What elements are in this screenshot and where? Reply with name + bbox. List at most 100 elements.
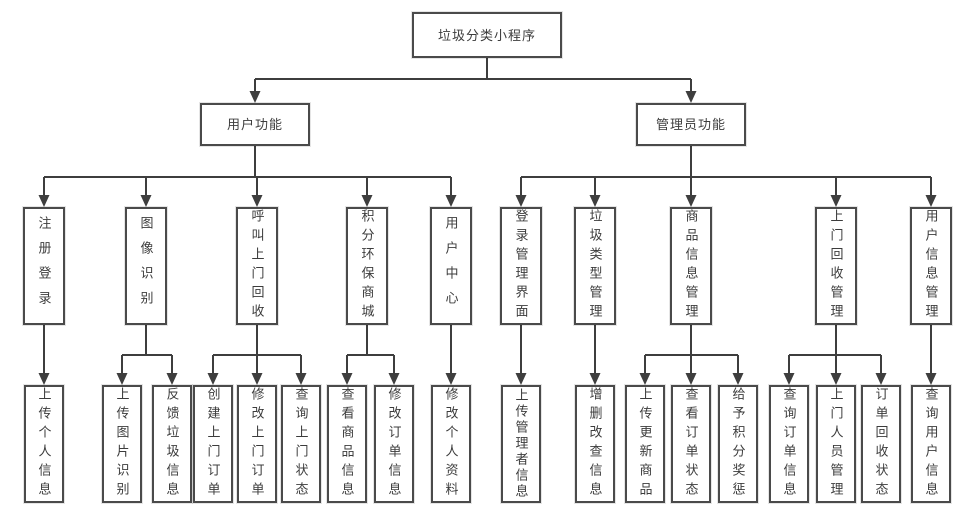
- node-user-center: 用户中心: [430, 207, 472, 325]
- arrowhead: [207, 373, 219, 385]
- node-image-recognition: 图像识别: [125, 207, 167, 325]
- node-label: 登录管理界面: [513, 209, 529, 323]
- node-label: 垃圾类型管理: [587, 209, 603, 323]
- leaf-create-pickup-order: 创建上门订单: [193, 385, 233, 503]
- node-label: 查询订单信息: [781, 387, 797, 501]
- node-label: 修改个人资料: [443, 387, 459, 501]
- arrowhead: [361, 195, 373, 207]
- arrowhead: [249, 91, 261, 103]
- arrowhead: [830, 373, 842, 385]
- node-label: 增删改查信息: [587, 387, 603, 501]
- node-label: 垃圾分类小程序: [437, 27, 536, 43]
- leaf-query-user-info: 查询用户信息: [911, 385, 951, 503]
- node-label: 查看订单状态: [683, 387, 699, 501]
- node-label: 上传个人信息: [36, 387, 52, 501]
- arrowhead: [830, 195, 842, 207]
- node-label: 查看商品信息: [339, 387, 355, 501]
- node-user-functions: 用户功能: [200, 103, 310, 146]
- arrowhead: [783, 373, 795, 385]
- arrowhead: [925, 195, 937, 207]
- node-label: 反馈垃圾信息: [164, 387, 180, 501]
- node-label: 给予积分奖惩: [730, 387, 746, 501]
- leaf-crud-info: 增删改查信息: [575, 385, 615, 503]
- arrowhead: [140, 195, 152, 207]
- leaf-query-pickup-status: 查询上门状态: [281, 385, 321, 503]
- arrowhead: [589, 195, 601, 207]
- leaf-view-product-info: 查看商品信息: [327, 385, 367, 503]
- node-product-info-mgmt: 商品信息管理: [670, 207, 712, 325]
- node-label: 图像识别: [138, 216, 154, 316]
- leaf-feedback-garbage-info: 反馈垃圾信息: [152, 385, 192, 503]
- arrowhead: [515, 373, 527, 385]
- node-label: 上传图片识别: [114, 387, 130, 501]
- arrowhead: [685, 195, 697, 207]
- arrowhead: [732, 373, 744, 385]
- node-label: 用户中心: [443, 216, 459, 316]
- node-label: 上门回收管理: [828, 209, 844, 323]
- leaf-order-recycle-status: 订单回收状态: [861, 385, 901, 503]
- node-root: 垃圾分类小程序: [412, 12, 562, 58]
- edge-straight: [43, 325, 932, 375]
- edge-split: [212, 325, 302, 375]
- node-label: 上门人员管理: [828, 387, 844, 501]
- arrowhead: [445, 195, 457, 207]
- node-user-info-mgmt: 用户信息管理: [910, 207, 952, 325]
- arrowhead: [116, 373, 128, 385]
- arrowhead: [251, 373, 263, 385]
- node-label: 商品信息管理: [683, 209, 699, 323]
- leaf-view-order-status: 查看订单状态: [671, 385, 711, 503]
- node-points-eco-mall: 积分环保商城: [346, 207, 388, 325]
- leaf-modify-profile: 修改个人资料: [431, 385, 471, 503]
- arrowhead: [341, 373, 353, 385]
- node-label: 上传管理者信息: [513, 388, 529, 500]
- leaf-upload-image-recognition: 上传图片识别: [102, 385, 142, 503]
- node-label: 修改上门订单: [249, 387, 265, 501]
- leaf-upload-update-products: 上传更新商品: [625, 385, 665, 503]
- arrowhead: [685, 91, 697, 103]
- arrowhead: [515, 195, 527, 207]
- leaf-grant-points-rewards: 给予积分奖惩: [718, 385, 758, 503]
- arrowhead: [251, 195, 263, 207]
- node-label: 呼叫上门回收: [249, 209, 265, 323]
- node-label: 管理员功能: [655, 117, 726, 132]
- node-label: 查询上门状态: [293, 387, 309, 501]
- node-label: 用户功能: [226, 117, 283, 132]
- node-login-admin-ui: 登录管理界面: [500, 207, 542, 325]
- arrowhead: [445, 373, 457, 385]
- leaf-upload-personal-info: 上传个人信息: [24, 385, 64, 503]
- arrowhead: [38, 373, 50, 385]
- leaf-modify-pickup-order: 修改上门订单: [237, 385, 277, 503]
- node-label: 订单回收状态: [873, 387, 889, 501]
- arrowhead: [639, 373, 651, 385]
- leaf-modify-order-info: 修改订单信息: [374, 385, 414, 503]
- node-label: 查询用户信息: [923, 387, 939, 501]
- node-label: 上传更新商品: [637, 387, 653, 501]
- arrowhead: [166, 373, 178, 385]
- node-label: 注册登录: [36, 216, 52, 316]
- node-label: 积分环保商城: [359, 209, 375, 323]
- edge-admin-rail: [520, 146, 932, 197]
- arrowhead: [685, 373, 697, 385]
- edge-split: [121, 325, 173, 375]
- node-label: 修改订单信息: [386, 387, 402, 501]
- leaf-upload-manager-info: 上传管理者信息: [501, 385, 541, 503]
- edge-split: [644, 325, 739, 375]
- leaf-pickup-staff-mgmt: 上门人员管理: [816, 385, 856, 503]
- arrowhead: [875, 373, 887, 385]
- node-call-pickup-recycle: 呼叫上门回收: [236, 207, 278, 325]
- node-label: 创建上门订单: [205, 387, 221, 501]
- arrowhead: [295, 373, 307, 385]
- edge-split: [346, 325, 395, 375]
- arrowhead: [38, 195, 50, 207]
- node-garbage-type-mgmt: 垃圾类型管理: [574, 207, 616, 325]
- node-admin-functions: 管理员功能: [636, 103, 746, 146]
- edge-split: [788, 325, 882, 375]
- arrowhead: [388, 373, 400, 385]
- edge-root-rail: [254, 58, 692, 95]
- arrowhead: [925, 373, 937, 385]
- edge-user-rail: [43, 146, 452, 197]
- node-register-login: 注册登录: [23, 207, 65, 325]
- leaf-query-order-info: 查询订单信息: [769, 385, 809, 503]
